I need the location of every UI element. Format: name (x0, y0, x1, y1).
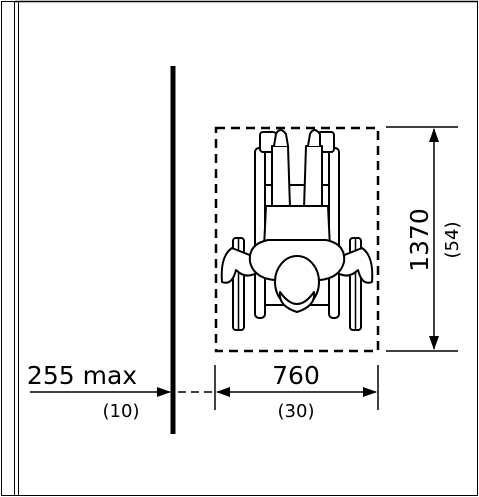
width-imperial-label: (30) (278, 401, 315, 422)
reach-value-label: 255 max (27, 361, 137, 390)
depth-value-label: 1370 (405, 208, 434, 272)
width-value-label: 760 (272, 361, 320, 390)
depth-dimension (386, 126, 458, 352)
wheelchair-user-icon (220, 129, 374, 331)
depth-imperial-label: (54) (442, 222, 463, 259)
clear-floor-space-rect (214, 126, 380, 353)
reach-imperial-label: (10) (103, 401, 140, 422)
width-dimension (214, 365, 379, 410)
